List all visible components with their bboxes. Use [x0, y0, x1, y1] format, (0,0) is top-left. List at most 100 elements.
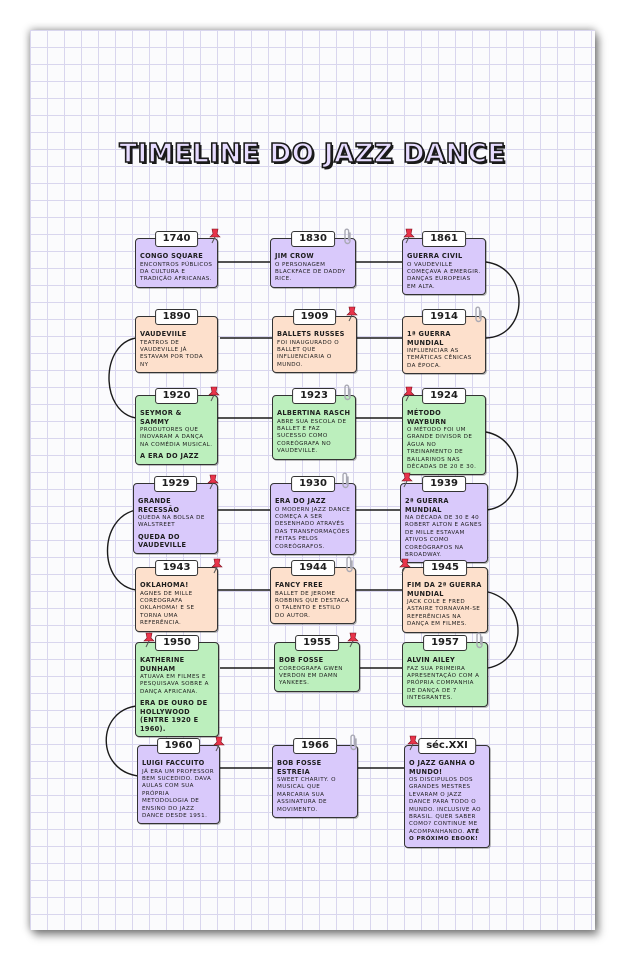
year-label: 1939	[422, 476, 466, 492]
event-description: ENCONTROS PÚBLICOS DA CULTURA E TRADIÇÃO…	[140, 261, 213, 283]
year-label: 1957	[423, 635, 467, 651]
paperclip-icon	[474, 632, 486, 650]
pushpin-icon	[208, 228, 222, 244]
event-description: O MÉTODO FOI UM GRANDE DIVISOR DE ÁGUA N…	[407, 427, 477, 471]
event-name: MÉTODO WAYBURN	[407, 409, 447, 426]
event-name: 1ª GUERRA MUNDIAL	[407, 330, 451, 347]
pushpin-icon	[406, 735, 420, 751]
event-description: O MODERN JAZZ DANCE COMEÇA A SER DESENHA…	[275, 506, 351, 550]
event-name: FIM DA 2ª GUERRA MUNDIAL	[407, 581, 482, 598]
pushpin-icon	[142, 632, 156, 648]
event-name: GUERRA CIVIL	[407, 252, 463, 260]
event-highlight: A ERA DO JAZZ	[140, 452, 199, 461]
year-label: séc.XXI	[418, 738, 476, 754]
year-label: 1923	[292, 388, 336, 404]
event-description: JACK COLE E FRED ASTAIRE TORNAVAM-SE REF…	[407, 599, 481, 628]
paperclip-icon	[348, 734, 360, 752]
year-label: 1909	[292, 309, 337, 325]
year-label: 1966	[293, 738, 337, 754]
year-label: 1920	[154, 388, 199, 404]
event-name: ERA DO JAZZ	[275, 497, 326, 505]
event-description: NA DÉCADA DE 30 E 40 ROBERT ALTON E AGNE…	[405, 515, 482, 559]
event-name: JIM CROW	[275, 252, 314, 260]
event-description: ATUAVA EM FILMES E PESQUISAVA SOBRE A DA…	[140, 674, 209, 695]
event-name: LUIGI FACCUITO	[142, 759, 205, 767]
event-description: PRODUTORES QUE INOVARAM A DANÇA NA COMÉD…	[140, 427, 213, 448]
pushpin-icon	[402, 386, 416, 402]
event-name: OKLAHOMA!	[140, 581, 189, 589]
event-highlight: ATÉ O PRÓXIMO EBOOK!	[409, 828, 480, 843]
year-label: 1944	[291, 560, 335, 576]
pushpin-icon	[400, 472, 414, 488]
pushpin-icon	[210, 558, 224, 574]
year-label: 1955	[295, 635, 339, 651]
event-description: AGNES DE MILLE COREOGRAFA OKLAHOMA! E SE…	[140, 590, 195, 627]
event-description: FOI INAUGURADO O BALLET QUE INFLUENCIARI…	[277, 339, 340, 368]
year-label: 1861	[422, 231, 466, 247]
pushpin-icon	[398, 558, 412, 574]
pushpin-icon	[402, 228, 416, 244]
event-description: COREOGRAFA GWEN VERDON EM DAMN YANKEES.	[279, 665, 343, 687]
event-name: SEYMOR & SAMMY	[140, 409, 182, 426]
event-highlight: QUEDA DO VAUDEVILLE	[138, 532, 187, 550]
year-label: 1914	[422, 309, 466, 325]
event-name: BALLETS RUSSES	[277, 330, 345, 338]
year-label: 1830	[291, 231, 335, 247]
year-label: 1890	[154, 309, 199, 325]
event-name: O JAZZ GANHA O MUNDO!	[409, 759, 476, 776]
pushpin-icon	[207, 386, 221, 402]
event-name: ALBERTINA RASCH	[277, 409, 351, 417]
paperclip-icon	[473, 306, 485, 324]
paperclip-icon	[344, 556, 356, 574]
paperclip-icon	[342, 384, 354, 402]
year-label: 1924	[422, 388, 466, 404]
event-description: FAZ SUA PRIMEIRA APRESENTAÇÃO COM A PRÓP…	[407, 665, 480, 702]
event-description: ABRE SUA ESCOLA DE BALLET E FAZ SUCESSO …	[277, 418, 347, 455]
event-name: KATHERINE DUNHAM	[140, 656, 185, 673]
event-description: JÁ ERA UM PROFESSOR BEM SUCEDIDO. DAVA A…	[142, 768, 215, 819]
year-label: 1960	[156, 738, 201, 754]
event-description: TEATROS DE VAUDEVILLE JÁ ESTAVAM POR TOD…	[140, 339, 204, 368]
paperclip-icon	[342, 228, 354, 246]
page-title: TIMELINE DO JAZZ DANCE	[118, 138, 506, 170]
pushpin-icon	[212, 736, 226, 752]
pushpin-icon	[346, 632, 360, 648]
pushpin-icon	[206, 474, 220, 490]
event-description: SWEET CHARITY. O MUSICAL QUE MARCARIA SU…	[277, 777, 336, 813]
event-name: VAUDEVIILE	[140, 330, 187, 338]
year-label: 1945	[423, 560, 467, 576]
event-name: GRANDE RECESSÃO	[138, 497, 180, 514]
event-description: O PERSONAGEM BLACKFACE DE DADDY RICE.	[275, 261, 346, 283]
event-description: O VAUDEVILLE COMEÇAVA A EMERGIR. DANÇAS …	[407, 261, 481, 290]
year-label: 1950	[155, 635, 199, 651]
event-name: CONGO SQUARE	[140, 252, 204, 260]
event-name: BOB FOSSE	[279, 656, 324, 664]
event-description: INFLUENCIAR AS TEMÁTICAS CÊNICAS DA ÉPOC…	[407, 348, 472, 369]
pushpin-icon	[345, 306, 359, 322]
paperclip-icon	[340, 472, 352, 490]
event-name: 2ª GUERRA MUNDIAL	[405, 497, 449, 514]
year-label: 1740	[154, 231, 199, 247]
event-description: QUEDA NA BOLSA DE WALSTREET	[138, 515, 205, 529]
